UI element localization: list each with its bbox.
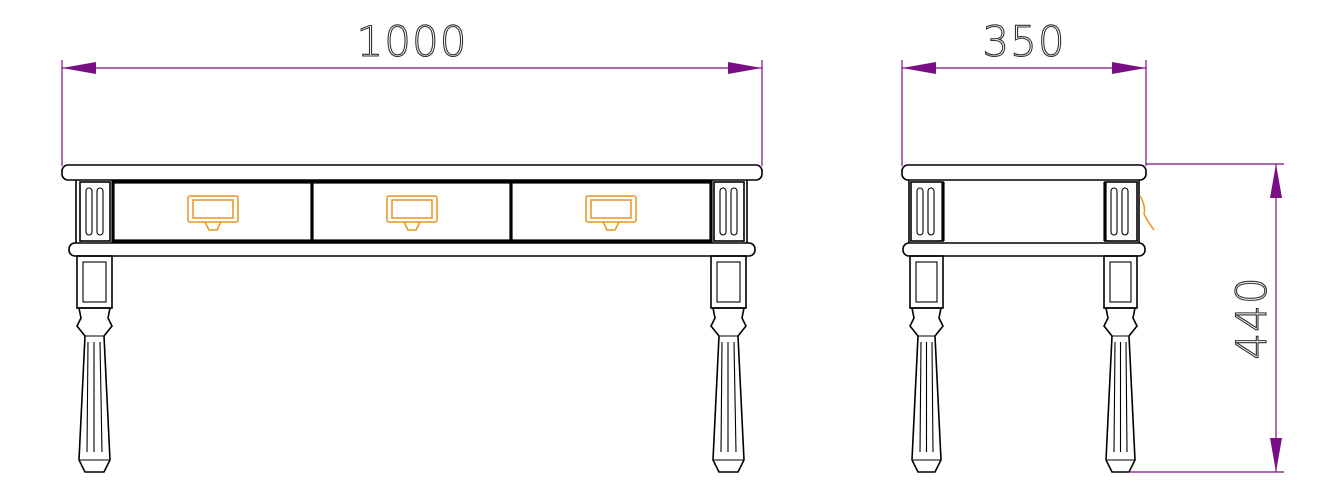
side-table-top xyxy=(901,164,1147,181)
front-left-leg xyxy=(76,255,113,473)
dimension-arrow-top xyxy=(1270,164,1282,198)
drawer-handle-2 xyxy=(386,195,438,231)
drawer-handle-1 xyxy=(187,195,239,231)
front-width-label: 1000 xyxy=(357,17,468,66)
side-left-leg xyxy=(909,255,944,473)
drawer-handle-3 xyxy=(585,195,637,231)
side-height-dimension: 440 xyxy=(1130,163,1284,473)
side-height-label: 440 xyxy=(1227,276,1276,359)
side-handle-profile xyxy=(1139,195,1155,231)
dimension-arrow-bottom xyxy=(1270,438,1282,472)
side-depth-label: 350 xyxy=(982,17,1065,66)
front-apron xyxy=(75,180,748,243)
dimension-arrow-left xyxy=(902,62,936,74)
front-lower-rail xyxy=(68,242,756,257)
side-apron xyxy=(908,180,1155,243)
side-view: 350 440 xyxy=(901,16,1284,473)
side-depth-dimension: 350 xyxy=(901,16,1147,166)
dimension-arrow-right xyxy=(1112,62,1146,74)
side-right-leg xyxy=(1103,255,1138,473)
front-table-top xyxy=(61,164,763,181)
front-right-leg xyxy=(710,255,747,473)
dimension-arrow-left xyxy=(62,62,96,74)
drawer-frame xyxy=(111,180,713,243)
dimension-arrow-right xyxy=(728,62,762,74)
front-view: 1000 xyxy=(61,16,763,473)
side-lower-rail xyxy=(902,242,1146,257)
front-width-dimension: 1000 xyxy=(61,16,763,166)
